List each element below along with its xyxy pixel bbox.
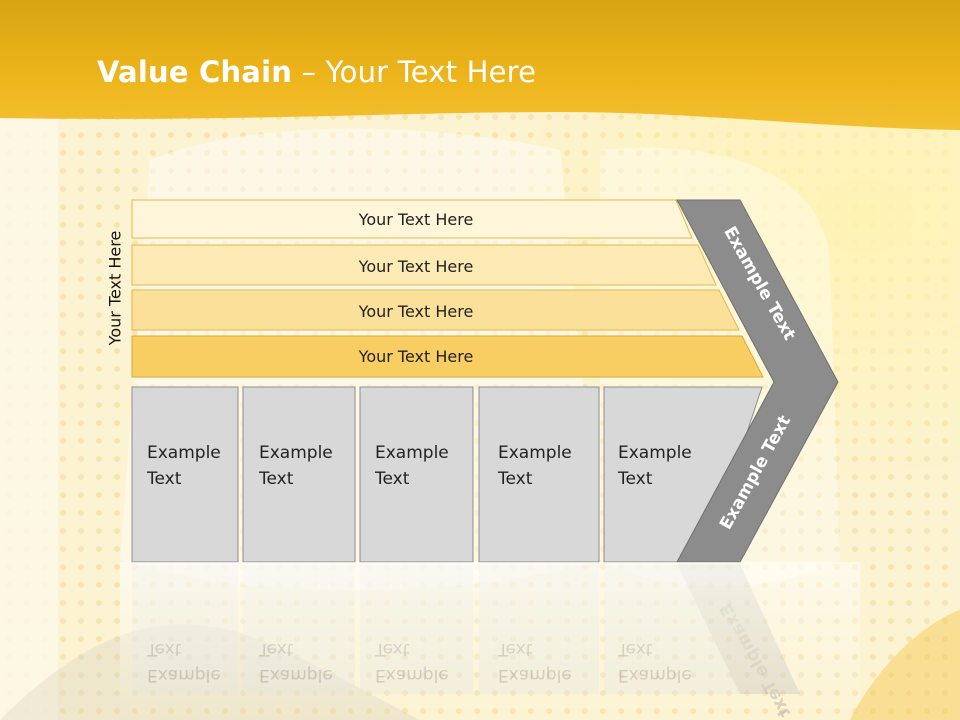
activity-box-3-shape — [359, 386, 474, 563]
activity-box-1-shape — [131, 386, 239, 563]
activity-box-2-line1: Example — [259, 443, 333, 463]
activity-box-3-line1: Example — [375, 443, 449, 463]
activity-box-3-line2: Text — [374, 469, 410, 489]
bar-4: Your Text Here — [131, 335, 764, 378]
reflection-fade — [120, 562, 860, 720]
activity-box-1: Example Text — [131, 386, 239, 563]
title-bold: Value Chain — [97, 55, 293, 89]
activity-box-4-line1: Example — [498, 443, 572, 463]
title-rest: – Your Text Here — [292, 55, 537, 89]
activity-box-2: Example Text — [242, 386, 356, 563]
bar-3: Your Text Here — [131, 289, 740, 331]
activity-box-4-shape — [478, 386, 600, 563]
bar-4-shape — [131, 335, 764, 378]
bar-1: Your Text Here — [131, 199, 693, 239]
activity-box-4: Example Text — [478, 386, 600, 563]
bar-3-shape — [131, 289, 740, 331]
bar-4-label: Your Text Here — [358, 347, 474, 366]
bar-3-label: Your Text Here — [358, 302, 474, 321]
bar-1-label: Your Text Here — [358, 210, 474, 229]
activity-box-1-line1: Example — [147, 443, 221, 463]
activity-box-1-line2: Text — [146, 469, 182, 489]
bar-2-shape — [131, 244, 717, 286]
activity-box-5: Example Text — [603, 386, 763, 563]
activity-box-5-line2: Text — [617, 469, 653, 489]
slide-title: Value Chain – Your Text Here — [97, 55, 536, 89]
activity-box-5-line1: Example — [618, 443, 692, 463]
activity-box-2-line2: Text — [258, 469, 294, 489]
activity-box-3: Example Text — [359, 386, 474, 563]
bar-2-label: Your Text Here — [358, 257, 474, 276]
bar-1-shape — [131, 199, 693, 239]
activity-box-4-line2: Text — [497, 469, 533, 489]
bar-2: Your Text Here — [131, 244, 717, 286]
